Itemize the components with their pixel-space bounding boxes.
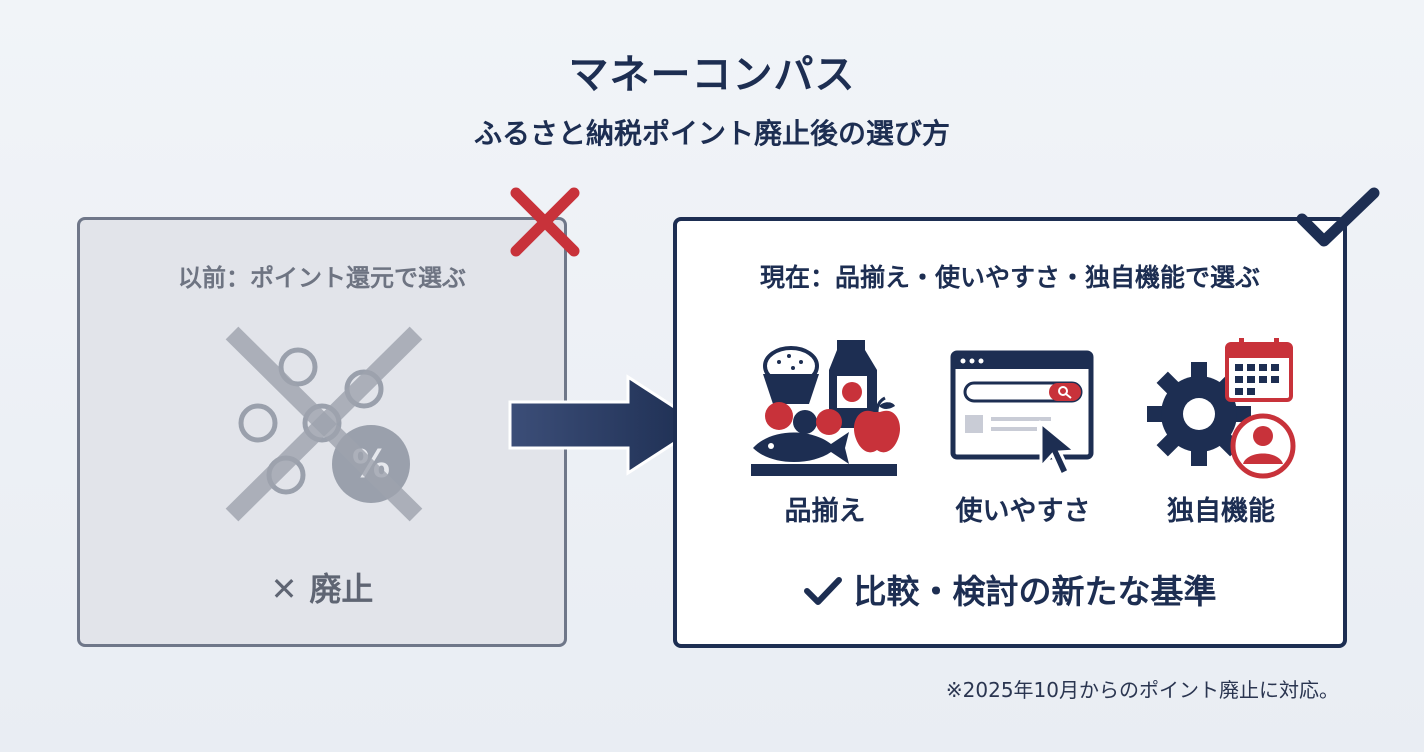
page-title: マネーコンパス — [568, 52, 856, 98]
browser-search-icon — [950, 350, 1094, 478]
after-panel-footer: 比較・検討の新たな基準 — [677, 565, 1343, 613]
abolished-label: 廃止 — [309, 570, 374, 608]
page-subtitle: ふるさと納税ポイント廃止後の選び方 — [473, 117, 950, 150]
after-panel-heading: 現在：品揃え・使いやすさ・独自機能で選ぶ — [759, 263, 1260, 292]
before-panel: 以前：ポイント還元で選ぶ % ✕ 廃止 — [77, 217, 567, 647]
feature-label-unique-features: 独自機能 — [1167, 496, 1275, 527]
feature-label-selection: 品揃え — [784, 496, 866, 527]
footnote: ※2025年10月からのポイント廃止に対応。 — [945, 678, 1339, 702]
groceries-icon — [751, 340, 901, 476]
after-panel: 現在：品揃え・使いやすさ・独自機能で選ぶ 品揃え — [673, 217, 1347, 648]
small-check-icon — [803, 576, 842, 605]
points-crossed-icon: % — [225, 326, 423, 522]
feature-label-usability: 使いやすさ — [955, 496, 1091, 527]
abolished-x-mark: ✕ — [270, 570, 298, 608]
new-criteria-label: 比較・検討の新たな基準 — [853, 572, 1217, 611]
check-icon — [1296, 187, 1380, 247]
before-panel-heading: 以前：ポイント還元で選ぶ — [178, 264, 466, 292]
red-x-icon — [510, 187, 580, 257]
before-panel-footer: ✕ 廃止 — [80, 564, 564, 610]
gear-calendar-user-icon — [1147, 338, 1296, 479]
transition-arrow-icon — [508, 374, 705, 476]
